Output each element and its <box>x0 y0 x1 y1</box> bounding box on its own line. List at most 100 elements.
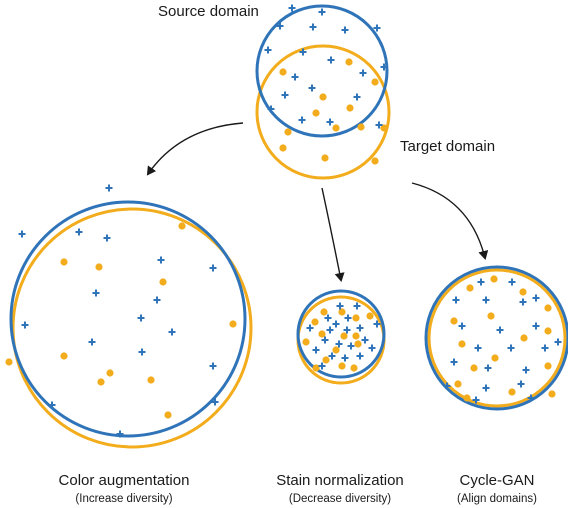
source-sample-plus <box>356 352 364 360</box>
source-sample-plus <box>328 352 336 360</box>
cycle-gan-title: Cycle-GAN <box>459 472 534 489</box>
color-augmentation-subtitle: (Increase diversity) <box>75 493 172 505</box>
source-sample-plus <box>458 322 466 330</box>
target-sample-dot <box>164 411 172 419</box>
source-sample-plus <box>532 294 540 302</box>
source-sample-plus <box>138 348 146 356</box>
target-sample-dot <box>463 394 471 402</box>
source-sample-plus <box>326 118 334 126</box>
source-sample-plus <box>264 46 272 54</box>
source-sample-plus <box>353 93 361 101</box>
target-sample-dot <box>311 318 319 326</box>
source-sample-plus <box>472 396 480 404</box>
source-sample-plus <box>312 346 320 354</box>
source-sample-plus <box>474 344 482 352</box>
stain-norm-source-circle <box>296 289 386 379</box>
target-sample-dot <box>352 332 360 340</box>
target-sample-dot <box>371 157 379 165</box>
target-sample-dot <box>312 109 320 117</box>
source-sample-plus <box>343 326 351 334</box>
source-sample-plus <box>298 116 306 124</box>
color-augmentation-group <box>5 184 253 449</box>
target-sample-dot <box>491 354 499 362</box>
source-sample-plus <box>373 320 381 328</box>
source-sample-plus <box>209 362 217 370</box>
source-sample-plus <box>508 278 516 286</box>
source-sample-plus <box>341 26 349 34</box>
target-sample-dot <box>371 78 379 86</box>
stain-normalization-title: Stain normalization <box>276 472 404 489</box>
source-sample-plus <box>324 314 332 322</box>
source-sample-plus <box>375 121 383 129</box>
source-sample-plus <box>267 105 275 113</box>
source-sample-plus <box>356 324 364 332</box>
target-sample-dot <box>60 352 68 360</box>
source-sample-plus <box>281 91 289 99</box>
target-sample-dot <box>332 124 340 132</box>
source-sample-plus <box>482 296 490 304</box>
color-aug-target-circle <box>11 207 253 449</box>
source-sample-plus <box>336 302 344 310</box>
arrow-to-cycle-gan <box>411 182 489 260</box>
source-sample-plus <box>209 264 217 272</box>
target-sample-dot <box>338 362 346 370</box>
source-sample-plus <box>450 358 458 366</box>
arrow-to-color-augmentation <box>146 122 244 176</box>
target-domain-circle <box>255 44 391 180</box>
source-sample-plus <box>532 322 540 330</box>
target-sample-dot <box>466 284 474 292</box>
source-domain-circle <box>255 4 389 138</box>
input-domains-group <box>255 4 391 180</box>
stain-normalization-subtitle: (Decrease diversity) <box>289 493 391 505</box>
source-sample-plus <box>116 430 124 438</box>
source-sample-plus <box>326 326 334 334</box>
arrow-to-stain-normalization <box>321 187 345 282</box>
target-sample-dot <box>380 124 388 132</box>
source-sample-plus <box>373 24 381 32</box>
source-sample-plus <box>299 48 307 56</box>
target-sample-dot <box>454 380 462 388</box>
source-sample-plus <box>308 84 316 92</box>
source-sample-plus <box>103 234 111 242</box>
source-sample-plus <box>168 328 176 336</box>
target-sample-dot <box>229 320 237 328</box>
source-sample-plus <box>92 289 100 297</box>
target-sample-dot <box>450 317 458 325</box>
target-sample-dot <box>366 312 374 320</box>
target-domain-label: Target domain <box>400 138 495 155</box>
source-sample-plus <box>157 256 165 264</box>
target-sample-dot <box>508 388 516 396</box>
cycle-gan-target-circle <box>427 268 567 408</box>
target-sample-dot <box>548 390 556 398</box>
source-sample-plus <box>359 69 367 77</box>
target-sample-dot <box>357 123 365 131</box>
source-sample-plus <box>477 278 485 286</box>
source-sample-plus <box>353 302 361 310</box>
target-sample-dot <box>345 58 353 66</box>
source-sample-plus <box>368 344 376 352</box>
source-sample-plus <box>18 230 26 238</box>
target-sample-dot <box>147 376 155 384</box>
source-sample-plus <box>276 22 284 30</box>
target-sample-dot <box>319 93 327 101</box>
source-sample-plus <box>288 4 296 12</box>
source-sample-plus <box>48 401 56 409</box>
target-sample-dot <box>97 378 105 386</box>
target-sample-dot <box>332 346 340 354</box>
target-sample-dot <box>458 340 466 348</box>
source-sample-plus <box>522 366 530 374</box>
target-sample-dot <box>159 278 167 286</box>
source-sample-plus <box>153 296 161 304</box>
target-sample-dot <box>95 263 103 271</box>
source-sample-plus <box>341 354 349 362</box>
target-sample-dot <box>302 338 310 346</box>
cycle-gan-subtitle: (Align domains) <box>457 493 537 505</box>
target-sample-dot <box>338 308 346 316</box>
source-sample-plus <box>327 56 335 64</box>
target-sample-dot <box>5 358 13 366</box>
target-sample-dot <box>346 104 354 112</box>
target-sample-dot <box>519 288 527 296</box>
cycle-gan-group <box>424 265 568 411</box>
source-sample-plus <box>321 336 329 344</box>
target-sample-dot <box>354 340 362 348</box>
